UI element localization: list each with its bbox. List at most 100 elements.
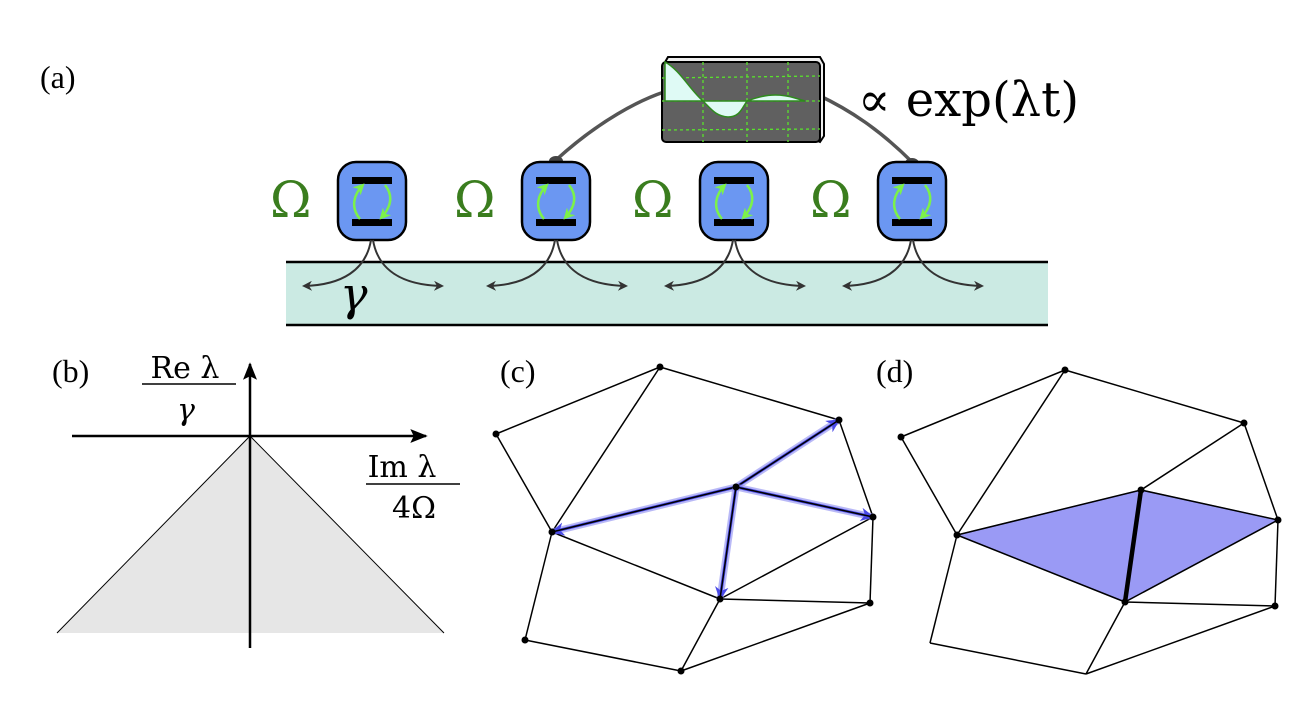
- lower-level: [536, 219, 576, 226]
- panel-d-label: (d): [876, 353, 913, 389]
- atom-box: [520, 160, 592, 242]
- emission-left-arrow-icon: [664, 239, 734, 291]
- mesh-edge: [956, 369, 1066, 536]
- emission-right-arrow-icon: [556, 239, 628, 291]
- excitation-arrow-icon: [352, 183, 365, 220]
- upper-level: [352, 177, 392, 184]
- lower-level: [892, 219, 932, 226]
- panel-b-label: (b): [52, 353, 89, 389]
- mesh-edge: [551, 531, 721, 600]
- mesh-edge: [1064, 369, 1245, 424]
- atom-box: [876, 160, 948, 242]
- panel-a: (a) ∝ exp(λt): [40, 56, 1079, 327]
- mesh-vertex: [732, 483, 740, 491]
- mesh-c: [492, 363, 877, 675]
- excitation-arrow-icon: [714, 183, 727, 220]
- upper-level: [714, 177, 754, 184]
- atom: Ω: [810, 160, 984, 291]
- mesh-edge: [735, 419, 840, 488]
- region-left-edge: [56, 435, 251, 634]
- mesh-edge: [551, 486, 737, 533]
- mesh-edge: [1085, 605, 1276, 675]
- emission-right-arrow-icon: [734, 239, 806, 291]
- mesh-d: [897, 366, 1282, 675]
- atom-box: [698, 160, 770, 242]
- mesh-vertex: [1121, 598, 1129, 606]
- lower-level: [714, 219, 754, 226]
- mesh-vertex: [835, 416, 843, 424]
- panel-c-label: (c): [500, 353, 536, 389]
- upper-level: [536, 177, 576, 184]
- mesh-edge: [1140, 422, 1245, 491]
- mesh-edge: [1085, 601, 1126, 675]
- x-axis-label-numerator: Im λ: [368, 450, 437, 485]
- decay-arrow-icon: [563, 184, 576, 220]
- mesh-vertex: [548, 528, 556, 536]
- mesh-edge: [956, 489, 1142, 536]
- panel-a-label: (a): [40, 59, 76, 95]
- emission-right-arrow-icon: [912, 239, 984, 291]
- mesh-edge: [1140, 489, 1279, 521]
- mesh-vertex: [953, 531, 961, 539]
- mesh-vertex: [869, 513, 877, 521]
- decay-arrow-icon: [919, 184, 932, 220]
- signal-overshoot: [746, 94, 806, 102]
- omega-label: Ω: [632, 171, 673, 229]
- y-axis-label-numerator: Re λ: [151, 351, 220, 386]
- emission-left-arrow-icon: [302, 239, 372, 291]
- exp-formula: ∝ exp(λt): [858, 72, 1079, 128]
- y-axis-label-denominator: γ: [177, 393, 195, 428]
- atom: Ω: [454, 160, 628, 291]
- signal-undershoot: [701, 100, 749, 118]
- waveguide: [286, 260, 1048, 327]
- mesh-edge: [680, 598, 721, 672]
- mesh-edge: [495, 433, 553, 533]
- mesh-edge: [956, 534, 1126, 603]
- atom: Ω: [270, 160, 444, 291]
- mesh-edge: [524, 531, 553, 641]
- mesh-vertex: [492, 430, 500, 438]
- mesh-edge: [1124, 519, 1279, 603]
- mesh-edge: [551, 366, 661, 533]
- mesh-edge: [719, 486, 737, 600]
- mesh-vertex: [1137, 486, 1145, 494]
- decay-arrow-icon: [741, 184, 754, 220]
- waveguide-body: [286, 262, 1048, 325]
- mesh-edge: [1124, 601, 1276, 607]
- x-axis-label-denominator: 4Ω: [392, 491, 436, 526]
- mesh-vertex: [656, 363, 664, 371]
- mesh-vertex: [521, 636, 529, 644]
- mesh-edge: [838, 419, 874, 518]
- decay-arrow-icon: [379, 184, 392, 220]
- emission-left-arrow-icon: [842, 239, 912, 291]
- mesh-edge: [735, 486, 874, 518]
- mesh-edge: [1243, 422, 1279, 521]
- omega-label: Ω: [810, 171, 851, 229]
- mesh-edge: [719, 516, 874, 600]
- omega-label: Ω: [270, 171, 311, 229]
- mesh-edge: [900, 436, 958, 536]
- mesh-edge: [495, 366, 661, 435]
- region-right-edge: [249, 435, 445, 634]
- mesh-vertex: [1271, 602, 1279, 610]
- emission-right-arrow-icon: [372, 239, 444, 291]
- cable-left: [554, 90, 665, 162]
- panel-b: (b) Re λ γ Im λ 4Ω: [52, 351, 460, 648]
- flip-edge: [1122, 489, 1144, 603]
- mesh-vertex: [1274, 516, 1282, 524]
- mesh-edge: [900, 369, 1066, 438]
- omega-label: Ω: [454, 171, 495, 229]
- lower-level: [352, 219, 392, 226]
- mesh-vertex: [897, 433, 905, 441]
- atom: Ω: [632, 160, 806, 291]
- mesh-edge: [869, 516, 874, 604]
- mesh-edge: [929, 642, 1087, 675]
- panel-d: (d): [876, 353, 1282, 675]
- highlight-triangle: [1124, 489, 1280, 603]
- mesh-vertex: [677, 667, 685, 675]
- atom-box: [336, 160, 408, 242]
- mesh-edge: [680, 602, 871, 672]
- emission-left-arrow-icon: [486, 239, 556, 291]
- mesh-vertex: [866, 599, 874, 607]
